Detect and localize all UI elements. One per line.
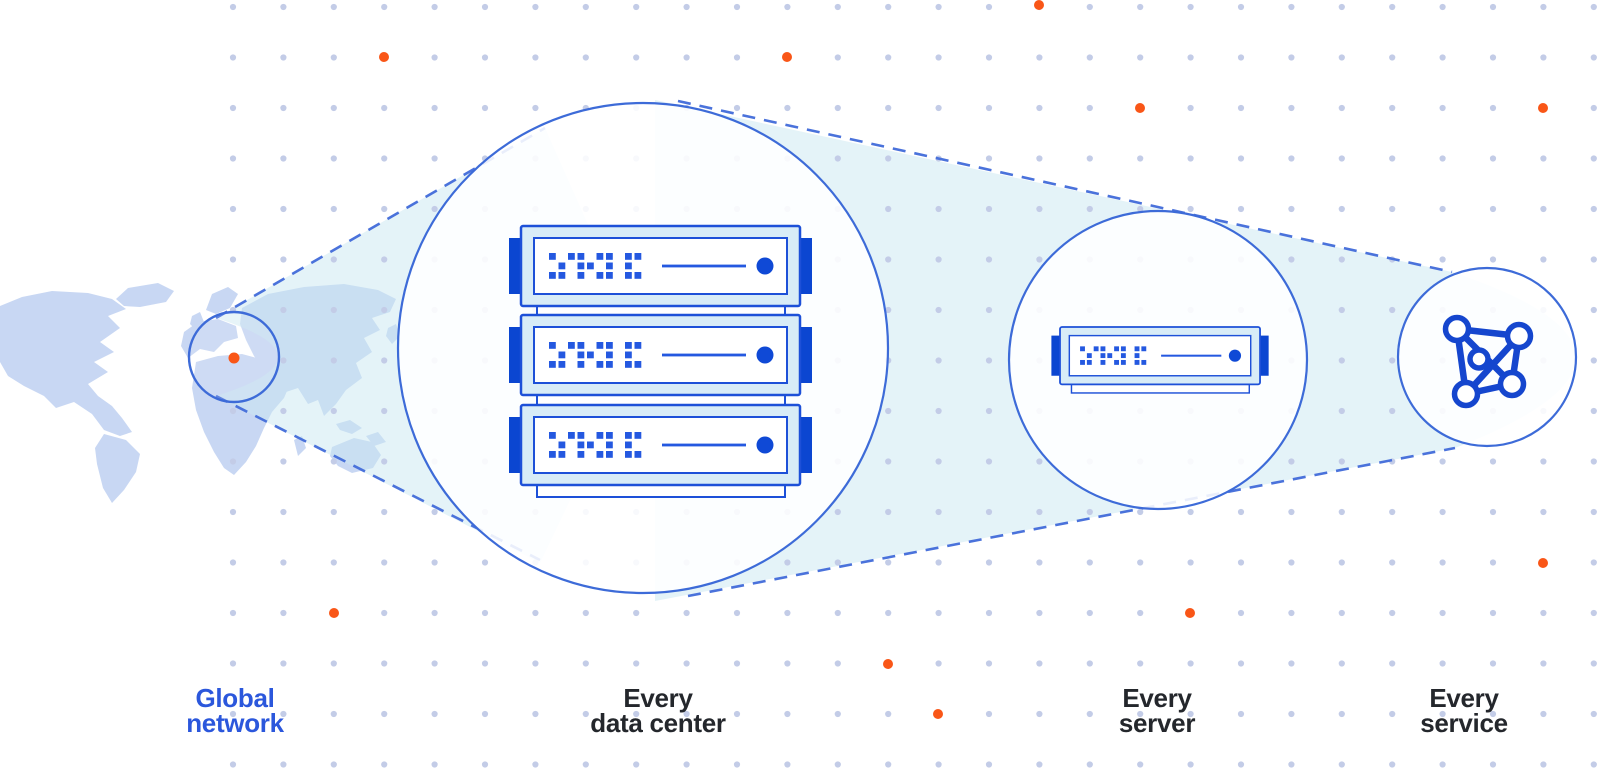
label-line: Every <box>1429 683 1499 713</box>
server-unit <box>509 403 812 498</box>
map-europe <box>181 319 238 358</box>
server-unit <box>509 313 812 408</box>
map-north-america <box>0 291 132 436</box>
map-marker-icon <box>228 352 240 364</box>
network-mesh-icon <box>1442 314 1534 409</box>
dash-bottom-left <box>215 394 541 562</box>
map-circle <box>187 310 281 404</box>
map-south-america <box>95 434 140 503</box>
server-icon <box>1051 326 1269 394</box>
label-line: service <box>1420 708 1508 738</box>
service-circle <box>1396 266 1578 448</box>
map-scandinavia <box>206 287 238 314</box>
label-every-service: Every service <box>1420 683 1508 738</box>
label-line: server <box>1118 708 1196 738</box>
map-greenland <box>116 283 174 307</box>
server-stack-icon <box>509 224 812 498</box>
label-line: Every <box>1122 683 1192 713</box>
label-global-network: Global network <box>186 683 284 738</box>
label-every-data-center: Every data center <box>590 683 726 738</box>
label-line: Global <box>195 683 275 713</box>
dash-top-right <box>677 99 1453 274</box>
data-center-circle <box>396 101 890 595</box>
dash-bottom-right <box>687 446 1456 598</box>
label-line: network <box>186 708 284 738</box>
server-circle <box>1007 209 1309 511</box>
label-line: data center <box>590 708 726 738</box>
server-unit <box>509 224 812 319</box>
server-unit <box>1051 326 1269 394</box>
label-line: Every <box>623 683 693 713</box>
label-every-server: Every server <box>1118 683 1196 738</box>
